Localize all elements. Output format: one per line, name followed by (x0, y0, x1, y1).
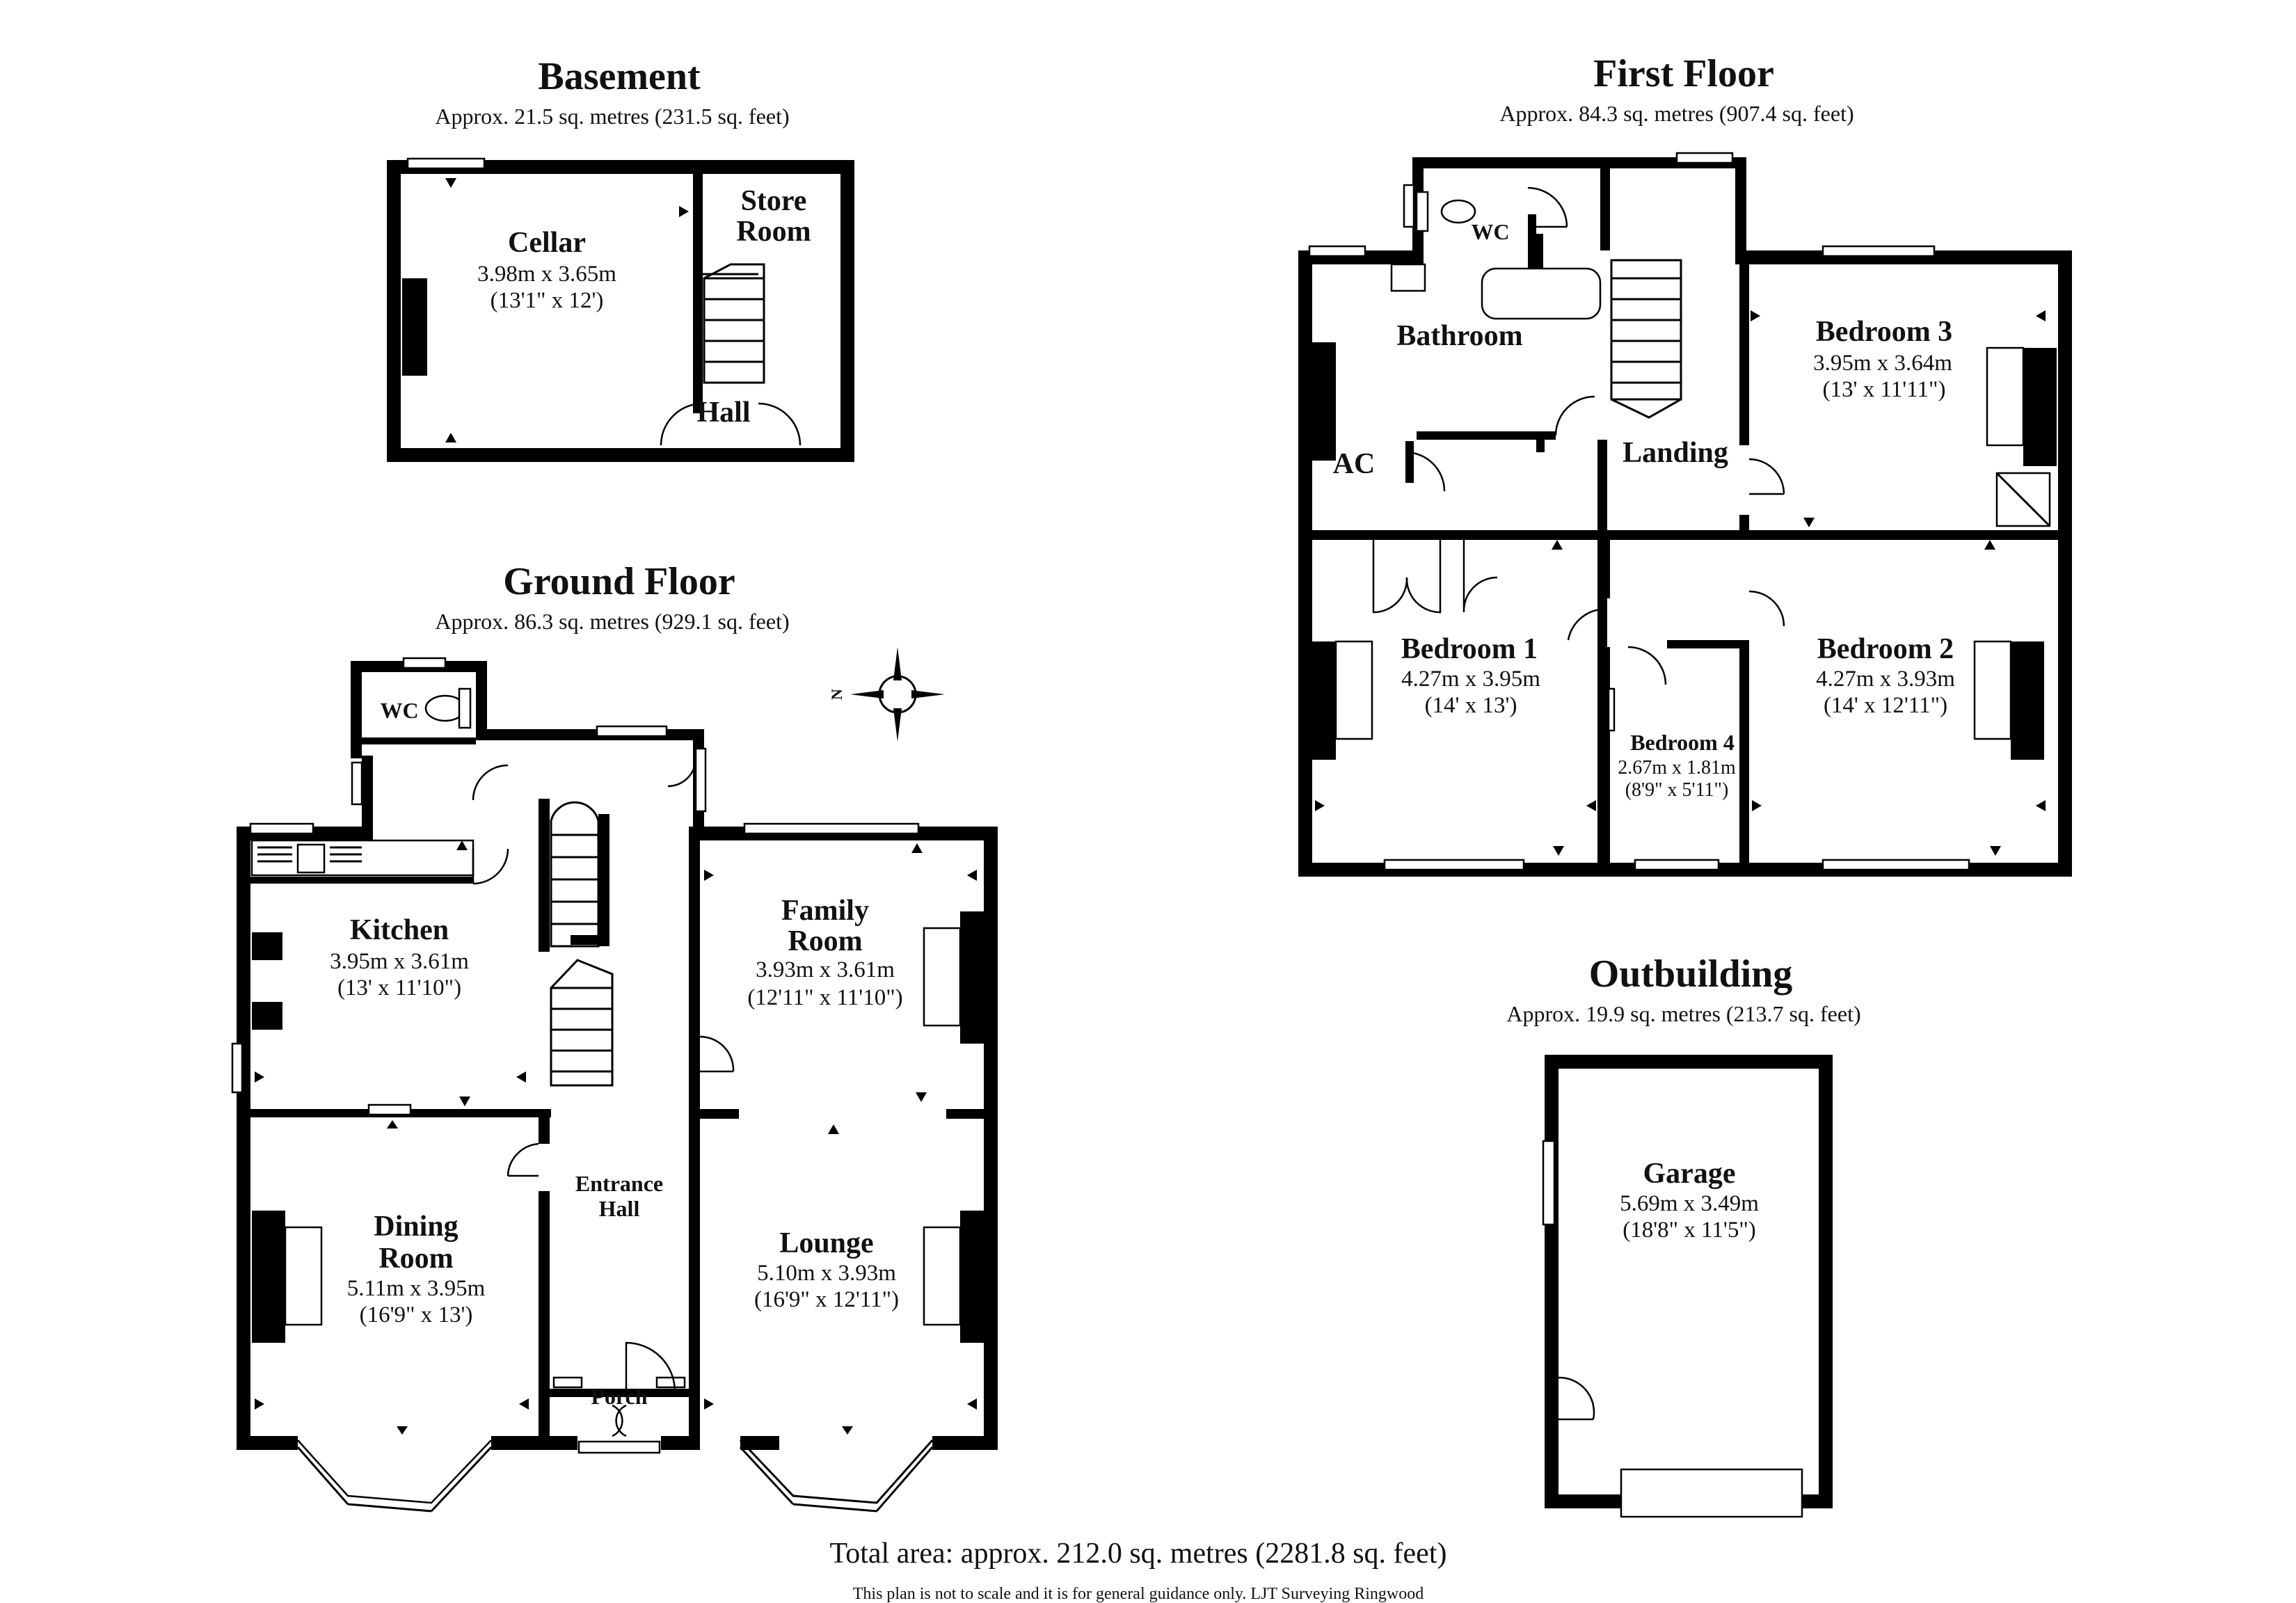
store-room-label-1: Store (741, 185, 807, 217)
disclaimer: This plan is not to scale and it is for … (853, 1585, 1424, 1603)
lounge-metric: 5.10m x 3.93m (757, 1261, 896, 1286)
ground-stairs (550, 801, 614, 1087)
landing-label: Landing (1623, 437, 1728, 469)
first-floor-area: Approx. 84.3 sq. metres (907.4 sq. feet) (1499, 101, 1853, 126)
first-floor-title: First Floor (1593, 52, 1774, 95)
store-room-label-2: Room (736, 216, 811, 248)
ground-floor-plan (231, 657, 998, 1513)
bedroom-4-imperial: (8'9" x 5'11") (1625, 779, 1729, 801)
ground-floor-title: Ground Floor (503, 560, 735, 603)
bedroom-1-label: Bedroom 1 (1401, 633, 1538, 665)
bedroom-2-metric: 4.27m x 3.93m (1816, 667, 1955, 692)
basement-stairs (703, 263, 765, 384)
entrance-hall-label-1: Entrance (575, 1171, 663, 1196)
bedroom-1-imperial: (14' x 13') (1425, 693, 1517, 718)
family-room-label-1: Family (781, 895, 869, 927)
bedroom-4-metric: 2.67m x 1.81m (1618, 757, 1736, 779)
kitchen-metric: 3.95m x 3.61m (330, 949, 469, 974)
basement-area: Approx. 21.5 sq. metres (231.5 sq. feet) (435, 104, 789, 129)
family-room-metric: 3.93m x 3.61m (756, 957, 895, 982)
first-stairs (1610, 259, 1682, 419)
kitchen-imperial: (13' x 11'10") (337, 975, 461, 1000)
basement-plan (387, 157, 854, 462)
ground-floor-area: Approx. 86.3 sq. metres (929.1 sq. feet) (435, 609, 789, 634)
compass-rose (850, 647, 945, 742)
ac-label: AC (1333, 448, 1376, 480)
dining-room-label-2: Room (378, 1243, 453, 1275)
family-room-label-2: Room (788, 925, 862, 957)
outbuilding-area: Approx. 19.9 sq. metres (213.7 sq. feet) (1506, 1001, 1860, 1026)
entrance-hall-label-2: Hall (599, 1196, 640, 1221)
lounge-imperial: (16'9" x 12'11") (754, 1287, 899, 1312)
cellar-imperial: (13'1" x 12') (491, 288, 604, 313)
first-floor-plan (1298, 152, 2072, 877)
garage-plan (1542, 1055, 1833, 1518)
family-room-imperial: (12'11" x 11'10") (747, 985, 902, 1010)
dining-room-label-1: Dining (374, 1211, 458, 1243)
garage-imperial: (18'8" x 11'5") (1623, 1218, 1756, 1243)
kitchen-label: Kitchen (350, 914, 449, 946)
cellar-metric: 3.98m x 3.65m (477, 262, 616, 287)
bathroom-label: Bathroom (1396, 320, 1522, 352)
bedroom-2-label: Bedroom 2 (1817, 633, 1954, 665)
dining-room-metric: 5.11m x 3.95m (347, 1276, 486, 1301)
dining-room-imperial: (16'9" x 13') (360, 1302, 473, 1327)
porch-label: Porch (591, 1384, 647, 1409)
compass-label: N (828, 689, 845, 700)
bedroom-4-label: Bedroom 4 (1630, 730, 1735, 755)
garage-metric: 5.69m x 3.49m (1620, 1191, 1759, 1216)
bedroom-3-label: Bedroom 3 (1816, 316, 1952, 348)
lounge-label: Lounge (779, 1227, 873, 1259)
first-wc-label: WC (1471, 219, 1509, 244)
garage-label: Garage (1643, 1158, 1736, 1190)
cellar-label: Cellar (508, 227, 586, 259)
ground-wc-label: WC (380, 698, 418, 723)
bedroom-1-metric: 4.27m x 3.95m (1401, 667, 1540, 692)
bedroom-2-imperial: (14' x 12'11") (1824, 693, 1947, 718)
bedroom-3-metric: 3.95m x 3.64m (1813, 351, 1952, 376)
total-area: Total area: approx. 212.0 sq. metres (22… (830, 1538, 1447, 1570)
outbuilding-title: Outbuilding (1589, 952, 1793, 996)
basement-hall-label: Hall (696, 397, 750, 429)
basement-title: Basement (538, 55, 701, 98)
bedroom-3-imperial: (13' x 11'11") (1823, 377, 1946, 402)
